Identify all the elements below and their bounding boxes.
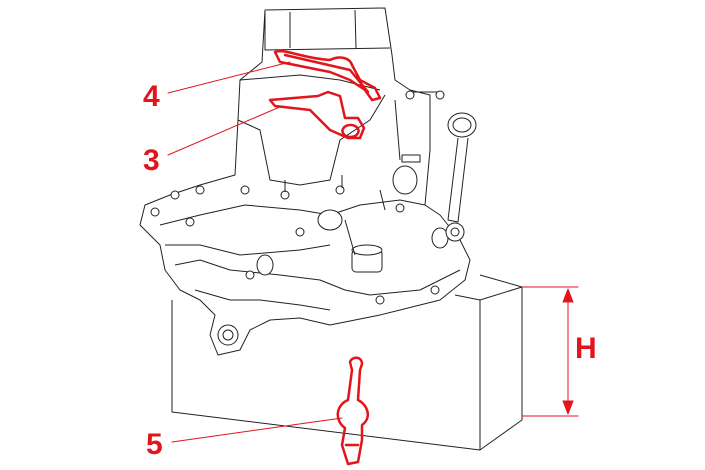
support-block: [171, 274, 523, 451]
label-part-3: 3: [143, 144, 160, 177]
gasket-part-4: [273, 49, 382, 102]
arrow-down-icon: [562, 400, 574, 415]
dipstick-part-5: [336, 356, 370, 466]
shift-lever: [445, 112, 477, 242]
label-height: H: [575, 332, 597, 365]
leader-line-4: [167, 61, 291, 94]
leader-line-5: [171, 417, 343, 443]
label-part-5: 5: [146, 428, 163, 461]
arrow-up-icon: [562, 288, 574, 303]
label-part-4: 4: [143, 80, 160, 113]
leader-line-3: [167, 105, 283, 156]
cover-part-3: [268, 90, 366, 140]
